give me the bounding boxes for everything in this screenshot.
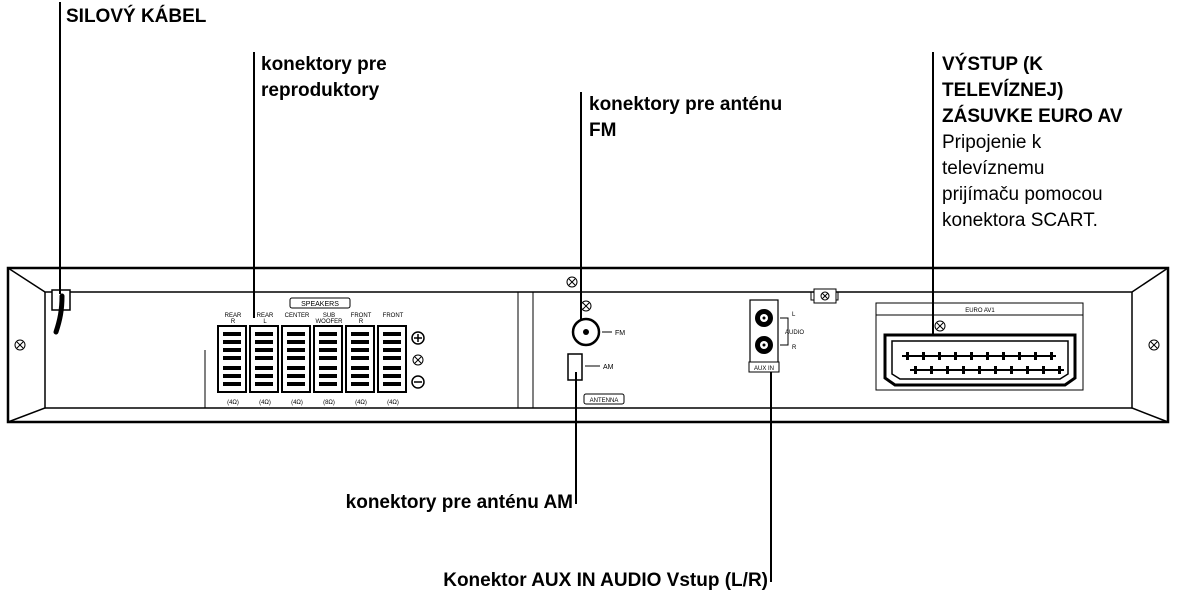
aux-l-label: L (792, 312, 796, 318)
speaker-terminal-impedance: (4Ω) (259, 400, 271, 406)
euro-av-description-4: konektora SCART. (942, 210, 1098, 231)
power-cable (51, 289, 71, 335)
am-label: AM (603, 364, 614, 371)
callout-aux-in: Konektor AUX IN AUDIO Vstup (L/R) (443, 570, 768, 591)
speaker-terminal-label: FRONT (351, 313, 372, 319)
fm-label: FM (615, 330, 625, 337)
aux-in-section: L AUDIO R AUX IN (748, 299, 804, 373)
speaker-terminal-label: SUB (323, 313, 335, 319)
screw-top-center (566, 276, 578, 288)
speaker-terminal-impedance: (4Ω) (387, 400, 399, 406)
leader-am (575, 372, 577, 504)
speaker-terminal-impedance: (4Ω) (355, 400, 367, 406)
callout-euro-av: VÝSTUP (K TELEVÍZNEJ) ZÁSUVKE EURO AV Pr… (942, 52, 1123, 234)
speaker-terminal-impedance: (4Ω) (227, 400, 239, 406)
speaker-terminal-impedance: (8Ω) (323, 400, 335, 406)
minus-symbol (411, 375, 425, 389)
euro-av-description-2: televíznemu (942, 158, 1045, 179)
screw-right (1148, 339, 1160, 351)
leader-aux-in (770, 372, 772, 582)
plus-symbol (411, 331, 425, 345)
speakers-section: SPEAKERS REARR(4Ω)REARL(4Ω)CENTER(4Ω)SUB… (204, 291, 519, 409)
speaker-terminal: FRONT (4Ω) (377, 313, 407, 406)
speaker-terminal-sublabel: R (359, 319, 364, 325)
aux-in-panel-label: AUX IN (754, 366, 774, 372)
speaker-terminal-label: REAR (257, 313, 274, 319)
screw-left (14, 339, 26, 351)
euro-av-section: EURO AV1 (875, 302, 1084, 391)
euro-screw (934, 320, 946, 332)
speaker-terminal: CENTER (4Ω) (281, 313, 311, 406)
speaker-terminal-sublabel: L (263, 319, 267, 325)
euro-av-description-3: prijímaču pomocou (942, 184, 1103, 205)
screw-mid-right (813, 288, 837, 304)
speaker-terminal-label: CENTER (285, 313, 310, 319)
speakers-screw (412, 354, 424, 366)
callout-am-connector: konektory pre anténu AM (345, 492, 573, 513)
speakers-title: SPEAKERS (301, 301, 339, 308)
speaker-terminal-sublabel: R (231, 319, 236, 325)
scart-connector (883, 333, 1077, 387)
euro-av-description-1: Pripojenie k (942, 132, 1042, 153)
speaker-terminal-sublabel: WOOFER (316, 319, 344, 325)
aux-audio-label: AUDIO (785, 330, 804, 336)
leader-fm (580, 92, 582, 320)
callout-power-cable: SILOVÝ KÁBEL (66, 6, 207, 27)
callout-speaker-connectors: konektory pre reproduktory (261, 54, 387, 101)
speaker-terminal-impedance: (4Ω) (291, 400, 303, 406)
euro-av-panel-label: EURO AV1 (965, 308, 995, 314)
leader-power-cable (59, 2, 61, 294)
antenna-label: ANTENNA (590, 398, 619, 404)
speaker-terminal-label: REAR (225, 313, 242, 319)
aux-r-label: R (792, 345, 797, 351)
callout-fm-connector: konektory pre anténu FM (589, 94, 783, 141)
leader-speakers (253, 52, 255, 318)
leader-euro-av (932, 52, 934, 336)
speaker-terminal-label: FRONT (383, 313, 404, 319)
